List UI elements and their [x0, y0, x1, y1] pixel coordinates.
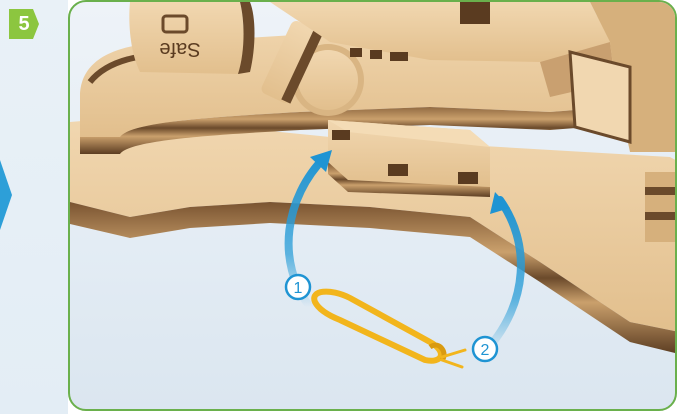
left-sidebar: 5 — [0, 0, 68, 414]
step-number: 5 — [18, 13, 29, 35]
slotted-wooden-block — [328, 120, 490, 197]
elastic-band — [314, 292, 465, 367]
safe-box-block: Safe — [129, 2, 254, 74]
previous-step-arrow-icon — [0, 160, 12, 230]
callout-1: 1 — [286, 275, 310, 299]
assembly-illustration: Safe — [70, 2, 677, 411]
callout-2-label: 2 — [481, 342, 490, 359]
illustration-frame: Safe — [68, 0, 677, 411]
step-number-badge: 5 — [9, 9, 39, 39]
callout-2: 2 — [473, 337, 497, 361]
callout-1-label: 1 — [294, 280, 303, 297]
safe-engraving: Safe — [159, 38, 200, 60]
